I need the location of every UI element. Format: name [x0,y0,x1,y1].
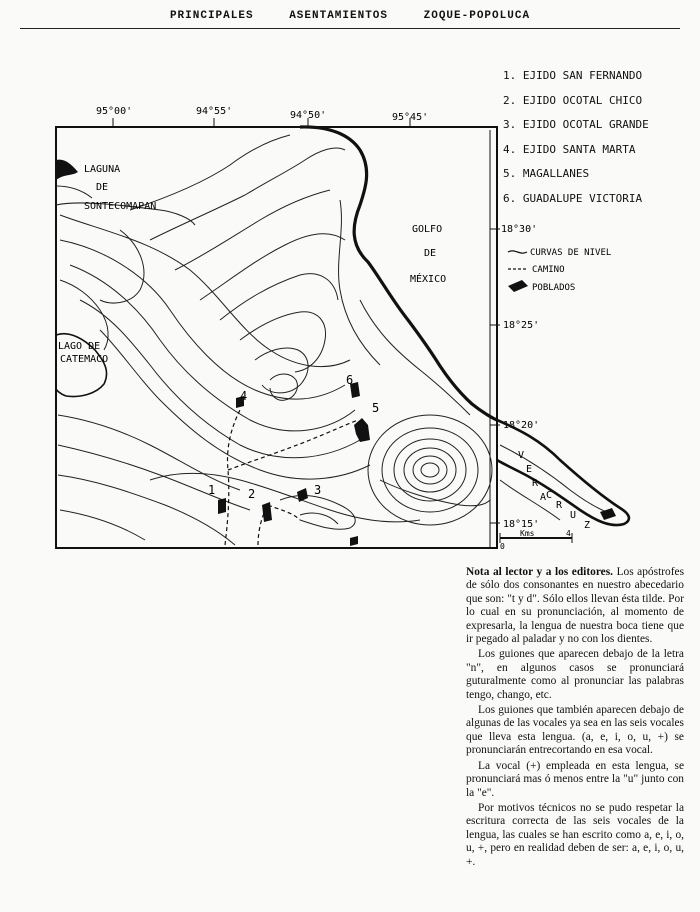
lake-label: CATEMACO [60,354,108,365]
settlement-mark [350,382,360,398]
state-letter: V [518,450,524,461]
laguna-label: DE [96,182,108,193]
gulf-label: DE [424,248,436,259]
settlement-number: 2 [248,487,255,501]
scale-zero: 0 [500,542,505,551]
lon-label: 94°50' [290,110,326,121]
legend-towns: POBLADOS [532,283,575,293]
settlement-item: 3. EJIDO OCOTAL GRANDE [503,118,649,131]
coastline [299,125,498,422]
state-letter: Z [584,520,590,531]
header-word-1: PRINCIPALES [169,10,254,22]
lon-label: 94°55' [196,106,232,117]
laguna-label: SONTECOMAPAN [84,201,156,212]
note-title: Nota al lector y a los editores. [466,566,614,578]
settlement-list: 1. EJIDO SAN FERNANDO 2. EJIDO OCOTAL CH… [503,64,649,211]
state-letter: A [540,492,546,503]
topographic-map: 95°00' 94°55' 94°50' 95°45' 18°30' 18°25… [55,106,631,551]
editors-note: Nota al lector y a los editores. Los apó… [466,566,684,871]
lat-label: 18°15' [503,519,539,530]
note-paragraph: Nota al lector y a los editores. Los apó… [466,566,684,646]
lon-label: 95°00' [96,106,132,117]
settlement-number: 3 [314,483,321,497]
settlement-item: 5. MAGALLANES [503,167,590,180]
settlement-item: 4. EJIDO SANTA MARTA [503,142,636,156]
settlement-number: 4 [240,389,247,403]
settlement-mark [236,396,244,408]
state-letter: R [556,500,563,511]
scale-four: 4 [566,529,571,538]
state-letter: E [526,464,532,475]
settlement-number: 5 [372,401,379,415]
lat-label: 18°20' [503,420,539,431]
laguna-label: LAGUNA [84,164,120,175]
legend-contours: CURVAS DE NIVEL [530,248,611,258]
page-header: PRINCIPALES ASENTAMIENTOS ZOQUE-POPOLUCA [0,10,700,22]
note-paragraph: La vocal (+) empleada en esta lengua, se… [466,759,684,799]
lake-shore [55,332,108,398]
state-letter: U [570,510,576,521]
note-paragraph: Los guiones que aparecen debajo de la le… [466,648,684,701]
legend-road: CAMINO [532,265,565,275]
note-text: Los apóstrofes de sólo dos consonantes e… [466,566,684,646]
settlement-mark [354,418,370,442]
settlement-item: 2. EJIDO OCOTAL CHICO [503,93,643,107]
gulf-label: MÉXICO [410,272,446,285]
lake-label: LAGO DE [58,341,100,352]
settlement-mark [262,502,272,522]
settlement-mark [297,488,308,502]
header-rule [20,28,680,29]
settlement-item: 1. EJIDO SAN FERNANDO [503,69,643,82]
settlement-item: 6. GUADALUPE VICTORIA [503,191,643,205]
header-word-3: ZOQUE-POPOLUCA [423,10,531,22]
map-frame [55,126,498,549]
note-paragraph: Por motivos técnicos no se pudo respetar… [466,801,684,868]
header-word-2: ASENTAMIENTOS [289,10,389,22]
gulf-label: GOLFO [412,224,442,235]
state-letter: C [546,490,552,501]
state-letter: R [532,478,539,489]
lon-label: 95°45' [392,112,428,123]
scale-unit: Kms [520,529,535,538]
settlement-number: 6 [346,373,353,387]
lat-label: 18°25' [503,320,539,331]
settlement-mark [218,498,226,514]
settlement-number: 1 [208,483,215,497]
note-paragraph: Los guiones que también aparecen debajo … [466,704,684,757]
lat-label: 18°30' [501,224,537,235]
